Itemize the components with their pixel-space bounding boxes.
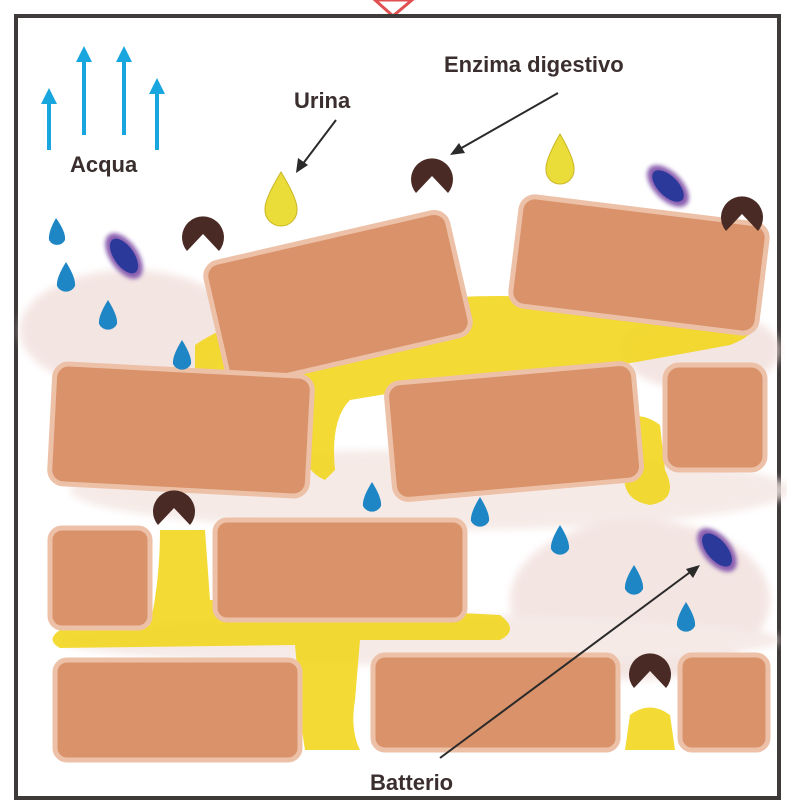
water-label: Acqua	[70, 152, 138, 177]
urine-label: Urina	[294, 88, 351, 113]
skin-cell	[215, 520, 465, 620]
skin-cell	[49, 363, 313, 496]
bacterium-label: Batterio	[370, 770, 453, 795]
skin-cell	[50, 528, 150, 628]
skin-cell	[680, 655, 768, 750]
top-marker-icon	[375, 0, 412, 16]
skin-cell	[385, 362, 642, 500]
skin-cell	[373, 655, 618, 750]
skin-cell	[665, 365, 765, 470]
skin-cell	[55, 660, 300, 760]
enzyme-label: Enzima digestivo	[444, 52, 624, 77]
